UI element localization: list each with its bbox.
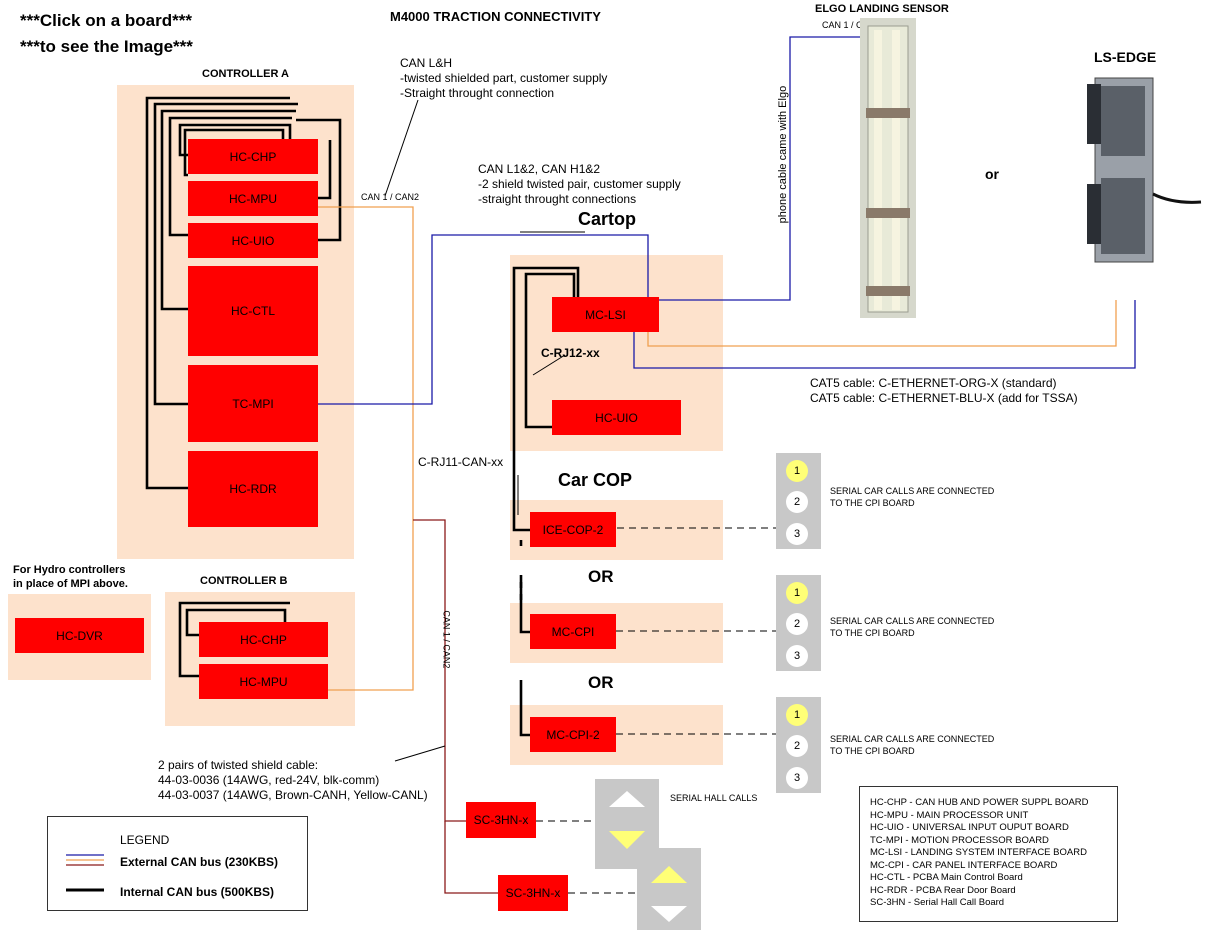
- note-can-l12-1: CAN L1&2, CAN H1&2: [478, 162, 601, 176]
- board-sc-3hn-1[interactable]: SC-3HN-x: [466, 802, 536, 838]
- hall-station-2: [637, 848, 701, 930]
- or-label: or: [985, 166, 999, 182]
- cpi-panel-1: 1 2 3: [776, 453, 821, 549]
- hall-down-arrow-icon[interactable]: [609, 831, 645, 849]
- legend-box: LEGEND External CAN bus (230KBS) Interna…: [47, 816, 308, 911]
- cpi-note-2a: SERIAL CAR CALLS ARE CONNECTED: [830, 616, 995, 626]
- abbreviation-list: HC-CHP - CAN HUB AND POWER SUPPL BOARD H…: [870, 797, 1089, 910]
- cartop-rj12: C-RJ12-xx: [541, 346, 600, 360]
- abbr-item: HC-CTL - PCBA Main Control Board: [870, 872, 1023, 883]
- board-ice-cop-2[interactable]: ICE-COP-2: [530, 512, 616, 547]
- abbr-item: MC-LSI - LANDING SYSTEM INTERFACE BOARD: [870, 847, 1087, 858]
- page-title: M4000 TRACTION CONNECTIVITY: [390, 9, 601, 24]
- hall-up-arrow-icon[interactable]: [609, 791, 645, 807]
- note-rj11: C-RJ11-CAN-xx: [418, 455, 504, 469]
- abbr-item: MC-CPI - CAR PANEL INTERFACE BOARD: [870, 859, 1058, 871]
- cpi-note-1b: TO THE CPI BOARD: [830, 498, 915, 508]
- board-hc-uio-cartop[interactable]: HC-UIO: [552, 400, 681, 435]
- abbr-item: HC-CHP - CAN HUB AND POWER SUPPL BOARD: [870, 797, 1089, 808]
- car-call-button[interactable]: 2: [786, 613, 808, 635]
- note-cat5-1: CAT5 cable: C-ETHERNET-ORG-X (standard): [810, 376, 1057, 390]
- phone-cable-label: phone cable came with Elgo: [777, 85, 790, 224]
- cpi-note-1a: SERIAL CAR CALLS ARE CONNECTED: [830, 486, 995, 496]
- legend-external: External CAN bus (230KBS): [120, 855, 279, 869]
- note-can-l12-2: -2 shield twisted pair, customer supply: [478, 177, 681, 191]
- ls-edge-image[interactable]: [1083, 74, 1203, 266]
- board-mc-cpi[interactable]: MC-CPI: [530, 614, 616, 649]
- board-hc-mpu-b[interactable]: HC-MPU: [199, 664, 328, 699]
- board-hc-chp-a[interactable]: HC-CHP: [188, 139, 318, 174]
- hall-calls-label: SERIAL HALL CALLS: [670, 793, 758, 803]
- car-call-button[interactable]: 3: [786, 645, 808, 667]
- leader-lines: [384, 99, 585, 762]
- car-cop-title: Car COP: [558, 470, 633, 490]
- cpi-panel-3: 1 2 3: [776, 697, 821, 793]
- note-can-lh-1: CAN L&H: [400, 56, 453, 70]
- board-hc-dvr[interactable]: HC-DVR: [15, 618, 144, 653]
- controller-b-title: CONTROLLER B: [200, 575, 288, 587]
- board-sc-3hn-2[interactable]: SC-3HN-x: [498, 875, 568, 911]
- abbr-item: HC-UIO - UNIVERSAL INPUT OUPUT BOARD: [870, 822, 1069, 833]
- hall-up-arrow-icon[interactable]: [651, 866, 687, 883]
- click-hint-line2: ***to see the Image***: [20, 37, 193, 56]
- or-label-2: OR: [588, 673, 614, 692]
- car-call-button[interactable]: 1: [786, 704, 808, 726]
- note-twisted-2: 44-03-0036 (14AWG, red-24V, blk-comm): [158, 773, 380, 787]
- board-mc-cpi-2[interactable]: MC-CPI-2: [530, 717, 616, 752]
- abbr-item: HC-MPU - MAIN PROCESSOR UNIT: [870, 809, 1029, 821]
- controller-a-can-label: CAN 1 / CAN2: [361, 192, 420, 202]
- elgo-sensor-image[interactable]: [860, 18, 916, 318]
- car-call-button[interactable]: 2: [786, 491, 808, 513]
- car-call-button[interactable]: 1: [786, 582, 808, 604]
- car-call-button[interactable]: 3: [786, 767, 808, 789]
- controller-b-panel: [165, 592, 355, 726]
- board-tc-mpi[interactable]: TC-MPI: [188, 365, 318, 442]
- board-hc-rdr[interactable]: HC-RDR: [188, 451, 318, 527]
- ls-edge-title: LS-EDGE: [1094, 49, 1157, 65]
- note-can-l12-3: -straight throught connections: [478, 192, 637, 206]
- controller-a-title: CONTROLLER A: [202, 68, 289, 80]
- abbreviation-box: [859, 786, 1118, 922]
- orange-can-wires: [318, 206, 1117, 691]
- note-twisted-1: 2 pairs of twisted shield cable:: [158, 758, 319, 772]
- note-can-lh-3: -Straight throught connection: [400, 86, 555, 100]
- abbr-item: SC-3HN - Serial Hall Call Board: [870, 897, 1005, 908]
- legend-title: LEGEND: [120, 833, 170, 847]
- or-label-1: OR: [588, 567, 614, 586]
- hall-can-wires: [413, 519, 498, 894]
- board-hc-chp-b[interactable]: HC-CHP: [199, 622, 328, 657]
- elgo-title: ELGO LANDING SENSOR: [815, 3, 949, 15]
- abbr-item: TC-MPI - MOTION PROCESSOR BOARD: [870, 834, 1049, 846]
- click-hint-line1: ***Click on a board***: [20, 11, 192, 30]
- cpi-panel-2: 1 2 3: [776, 575, 821, 671]
- cartop-title: Cartop: [578, 209, 636, 229]
- car-call-button[interactable]: 3: [786, 523, 808, 545]
- car-call-button[interactable]: 2: [786, 735, 808, 757]
- board-hc-uio-a[interactable]: HC-UIO: [188, 223, 318, 258]
- board-hc-mpu-a[interactable]: HC-MPU: [188, 181, 318, 216]
- hydro-note-line1: For Hydro controllers: [13, 564, 126, 576]
- note-cat5-2: CAT5 cable: C-ETHERNET-BLU-X (add for TS…: [810, 391, 1078, 405]
- cpi-note-3b: TO THE CPI BOARD: [830, 746, 915, 756]
- board-mc-lsi[interactable]: MC-LSI: [552, 297, 659, 332]
- blue-can-wires: [318, 36, 1136, 405]
- legend-internal: Internal CAN bus (500KBS): [120, 885, 275, 899]
- board-hc-ctl[interactable]: HC-CTL: [188, 266, 318, 356]
- hydro-note-line2: in place of MPI above.: [13, 578, 128, 590]
- serial-call-dashes: [536, 527, 777, 894]
- cpi-note-2b: TO THE CPI BOARD: [830, 628, 915, 638]
- car-call-button[interactable]: 1: [786, 460, 808, 482]
- cpi-note-3a: SERIAL CAR CALLS ARE CONNECTED: [830, 734, 995, 744]
- hall-down-arrow-icon[interactable]: [651, 906, 687, 922]
- note-can-vertical: CAN 1 / CAN2: [441, 610, 452, 669]
- elgo-can-label: CAN 1 / CAN 2: [822, 20, 883, 30]
- note-can-lh-2: -twisted shielded part, customer supply: [400, 71, 608, 85]
- internal-can-wires: [145, 96, 580, 737]
- note-twisted-3: 44-03-0037 (14AWG, Brown-CANH, Yellow-CA…: [158, 788, 428, 802]
- abbr-item: HC-RDR - PCBA Rear Door Board: [870, 884, 1016, 896]
